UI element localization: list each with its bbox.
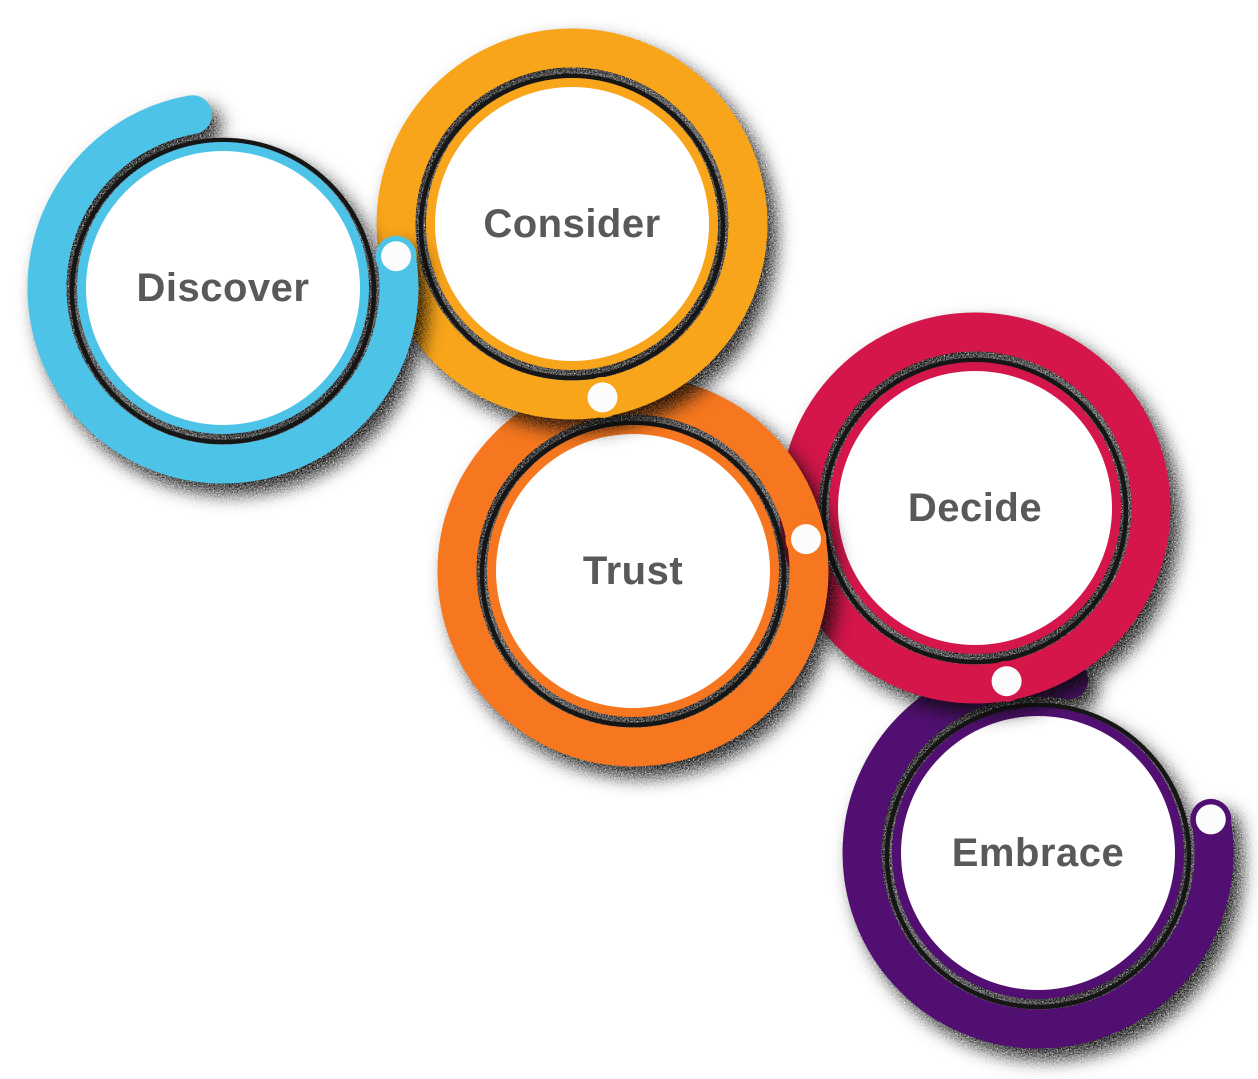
discover-inner-circle (77, 142, 369, 434)
connector-dot-decide-embrace (991, 666, 1022, 697)
decide-accent-outline (821, 357, 1129, 665)
consider-ring (376, 28, 768, 420)
decide-inner-circle (829, 362, 1121, 654)
connector-dot-consider-trust (587, 382, 618, 413)
discover-ring (27, 95, 419, 484)
connector-dot-embrace-end (1195, 804, 1226, 835)
discover-label: Discover (137, 266, 310, 310)
trust-inner-circle (487, 425, 779, 717)
trust-label: Trust (583, 549, 683, 593)
stage-decide: Decide (779, 312, 1171, 704)
consider-inner-circle (426, 78, 718, 370)
stage-consider: Consider (376, 28, 768, 420)
stage-embrace: Embrace (842, 657, 1234, 1049)
embrace-accent-outline (884, 702, 1192, 1010)
stage-discover: Discover (27, 95, 419, 484)
embrace-ring (842, 657, 1234, 1049)
decide-label: Decide (908, 486, 1042, 530)
embrace-inner-circle (892, 707, 1184, 999)
consider-label: Consider (483, 202, 660, 246)
connector-dot-trust-decide (791, 524, 821, 555)
discover-accent-outline (69, 137, 377, 445)
consider-accent-outline (418, 73, 726, 381)
stage-trust: Trust (437, 375, 829, 767)
connector-dot-discover-consider (381, 241, 412, 272)
trust-accent-outline (479, 420, 787, 728)
embrace-label: Embrace (952, 831, 1124, 875)
